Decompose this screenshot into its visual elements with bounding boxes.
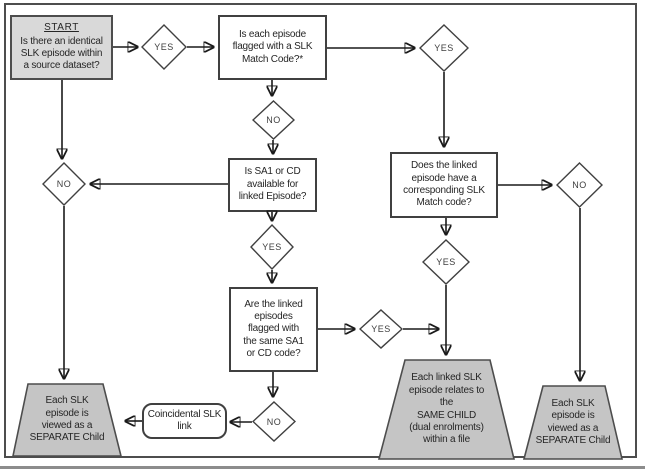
outcome-same-child: Each linked SLK episode relates to the S… bbox=[378, 359, 515, 460]
decision-label: YES bbox=[262, 242, 282, 252]
trapezoid-shape bbox=[12, 383, 122, 457]
outer-frame bbox=[4, 3, 637, 458]
decision-yes-top-left: YES bbox=[141, 24, 187, 70]
decision-label: YES bbox=[436, 257, 456, 267]
decision-label: NO bbox=[56, 179, 72, 189]
outcome-separate-child-left: Each SLK episode is viewed as a SEPARATE… bbox=[12, 383, 122, 457]
decision-yes-top-right: YES bbox=[419, 24, 469, 72]
diamond-shape bbox=[42, 162, 86, 206]
question-linked-episode-slk: Does the linked episode have a correspon… bbox=[390, 152, 498, 218]
trapezoid-shape bbox=[378, 359, 515, 460]
decision-label: NO bbox=[572, 180, 587, 190]
diamond-shape bbox=[422, 239, 470, 285]
outcome-separate-child-right: Each SLK episode is viewed as a SEPARATE… bbox=[523, 385, 623, 460]
question-sa1-cd-available: Is SA1 or CD available for linked Episod… bbox=[228, 158, 317, 212]
diamond-shape bbox=[250, 224, 294, 270]
start-title: START bbox=[44, 22, 79, 34]
decision-no-below-same: NO bbox=[252, 401, 296, 442]
decision-yes-below-linked: YES bbox=[422, 239, 470, 285]
start-node: START Is there an identical SLK episode … bbox=[10, 15, 113, 80]
decision-yes-below-sa1: YES bbox=[250, 224, 294, 270]
diamond-shape bbox=[359, 309, 403, 349]
coincidental-slk-link-node: Coincidental SLK link bbox=[142, 403, 227, 439]
diamond-shape bbox=[252, 401, 296, 442]
diamond-shape bbox=[252, 100, 295, 140]
decision-no-left: NO bbox=[42, 162, 86, 206]
decision-label: YES bbox=[371, 324, 391, 334]
decision-label: NO bbox=[266, 416, 282, 427]
start-question: Is there an identical SLK episode within… bbox=[20, 35, 103, 72]
question-same-sa1-cd: Are the linked episodes flagged with the… bbox=[229, 287, 318, 372]
outcome-text: Each linked SLK episode relates to the S… bbox=[408, 372, 485, 446]
page-bottom-edge bbox=[0, 466, 645, 469]
diamond-shape bbox=[419, 24, 469, 72]
outcome-text: Each SLK episode is viewed as a SEPARATE… bbox=[29, 395, 105, 444]
decision-no-right: NO bbox=[556, 162, 603, 208]
diamond-shape bbox=[141, 24, 187, 70]
diamond-shape bbox=[556, 162, 603, 208]
decision-label: YES bbox=[434, 43, 454, 53]
decision-yes-right-of-same: YES bbox=[359, 309, 403, 349]
trapezoid-shape bbox=[523, 385, 623, 460]
decision-label: YES bbox=[154, 42, 174, 52]
decision-label: NO bbox=[266, 115, 281, 125]
decision-no-below-flagged: NO bbox=[252, 100, 295, 140]
outcome-text: Each SLK episode is viewed as a SEPARATE… bbox=[535, 397, 611, 446]
question-flagged-slk: Is each episode flagged with a SLK Match… bbox=[218, 15, 327, 80]
